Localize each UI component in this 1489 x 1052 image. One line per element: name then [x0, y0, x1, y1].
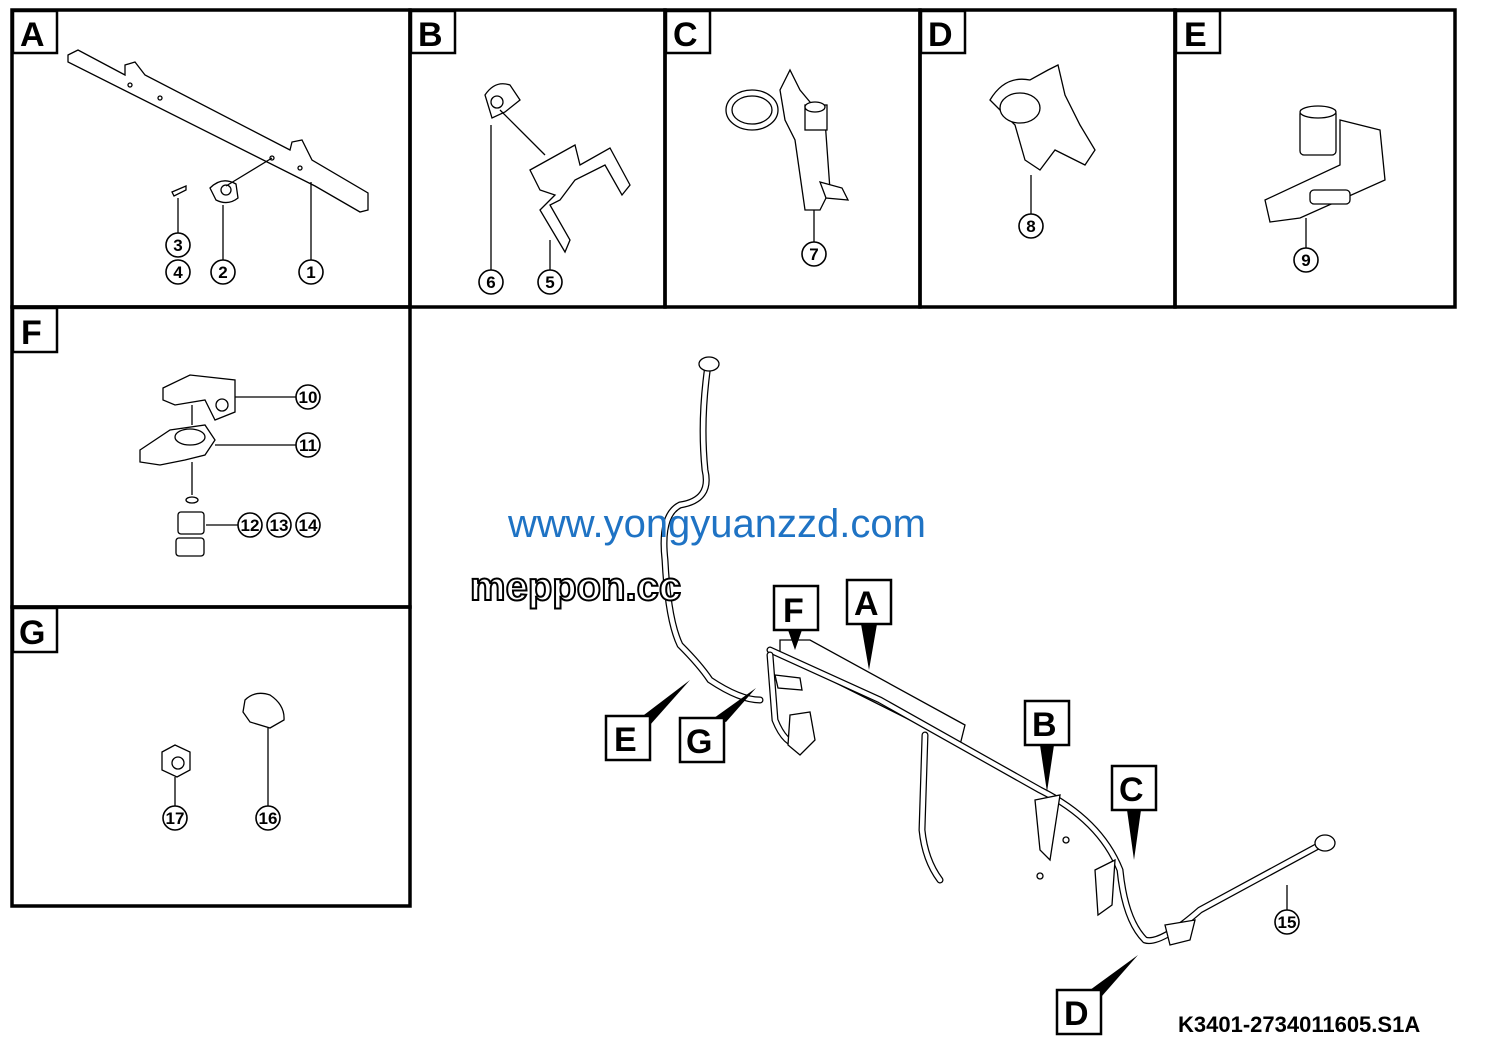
main-label-e: E	[604, 680, 690, 762]
callout-16: 16	[255, 805, 281, 831]
bolt-part-12	[177, 511, 205, 535]
drawing-code: K3401-2734011605.S1A	[1178, 1012, 1420, 1037]
svg-text:E: E	[614, 721, 637, 759]
callout-1: 1	[298, 259, 324, 285]
panel-g-drawing	[161, 692, 285, 806]
svg-text:5: 5	[545, 273, 554, 292]
panel-c-drawing	[725, 68, 850, 242]
svg-text:2: 2	[218, 263, 227, 282]
connector-part-8	[989, 64, 1096, 171]
panel-label-g: G	[11, 606, 59, 654]
callout-6: 6	[478, 269, 504, 295]
panel-label-e: E	[1174, 9, 1222, 55]
connector-part-7	[779, 68, 831, 211]
panel-f-drawing	[139, 374, 296, 557]
svg-text:G: G	[19, 614, 45, 652]
svg-text:1: 1	[306, 263, 315, 282]
svg-text:17: 17	[166, 809, 185, 828]
panel-a-drawing	[67, 49, 369, 260]
bracket-part-9	[1264, 119, 1386, 223]
svg-text:8: 8	[1026, 217, 1035, 236]
svg-text:9: 9	[1301, 251, 1310, 270]
watermark-secondary: meppon.cc	[470, 565, 681, 609]
svg-text:7: 7	[809, 245, 818, 264]
svg-text:3: 3	[173, 236, 182, 255]
mounting-bracket-part-1	[67, 49, 369, 213]
nut-plate-part-11	[139, 424, 216, 466]
svg-text:4: 4	[173, 263, 183, 282]
panel-label-c: C	[664, 9, 712, 55]
watermark-primary: www.yongyuanzzd.com	[507, 502, 926, 546]
svg-text:13: 13	[270, 516, 289, 535]
svg-text:B: B	[1032, 706, 1057, 744]
panel-label-b: B	[409, 9, 457, 55]
panel-b-drawing	[484, 83, 631, 270]
main-label-f: F	[772, 584, 820, 650]
panel-d-drawing	[989, 64, 1096, 214]
callout-7: 7	[801, 241, 827, 267]
svg-text:F: F	[21, 314, 42, 352]
svg-text:B: B	[418, 16, 443, 54]
callout-15: 15	[1274, 909, 1300, 935]
callout-13: 13	[266, 512, 292, 538]
svg-text:C: C	[673, 16, 698, 54]
svg-text:6: 6	[486, 273, 495, 292]
callout-3: 3	[165, 232, 191, 258]
callout-14: 14	[295, 512, 321, 538]
svg-text:D: D	[928, 16, 953, 54]
svg-text:C: C	[1119, 771, 1144, 809]
bracket-part-5	[529, 144, 631, 254]
svg-text:15: 15	[1278, 913, 1297, 932]
hose-end-fitting	[698, 356, 720, 372]
svg-text:12: 12	[241, 516, 260, 535]
panel-b-frame	[408, 8, 667, 309]
panel-e-frame	[1173, 8, 1457, 309]
main-label-b: B	[1023, 699, 1071, 792]
panel-frames	[10, 8, 1457, 908]
callout-12: 12	[237, 512, 263, 538]
main-label-c: C	[1110, 764, 1158, 860]
bracket-part-10	[162, 374, 236, 421]
cap-nut-part-16	[242, 692, 285, 729]
callout-4: 4	[165, 259, 191, 285]
callout-8: 8	[1018, 213, 1044, 239]
callout-2: 2	[210, 259, 236, 285]
callout-11: 11	[295, 432, 321, 458]
panel-f-frame	[10, 305, 412, 609]
svg-text:A: A	[854, 585, 879, 623]
svg-text:E: E	[1184, 16, 1207, 54]
svg-text:16: 16	[259, 809, 278, 828]
svg-text:10: 10	[299, 388, 318, 407]
svg-text:G: G	[686, 723, 712, 761]
callout-5: 5	[537, 269, 563, 295]
panel-e-drawing	[1264, 105, 1386, 248]
bolt-part-3	[171, 185, 187, 197]
svg-text:11: 11	[299, 436, 317, 455]
panel-label-a: A	[11, 9, 59, 55]
svg-text:F: F	[783, 592, 804, 630]
svg-text:A: A	[20, 16, 45, 54]
callout-17: 17	[162, 805, 188, 831]
panel-g-frame	[10, 605, 412, 908]
main-label-d: D	[1055, 955, 1138, 1036]
svg-text:14: 14	[299, 516, 318, 535]
callout-9: 9	[1293, 247, 1319, 273]
panel-label-f: F	[11, 306, 59, 354]
callout-10: 10	[295, 384, 321, 410]
main-label-a: A	[845, 578, 893, 670]
panel-c-frame	[663, 8, 922, 309]
main-label-g: G	[678, 688, 756, 764]
panel-label-d: D	[919, 9, 967, 55]
svg-text:D: D	[1064, 995, 1089, 1033]
main-assembly	[660, 356, 1336, 946]
